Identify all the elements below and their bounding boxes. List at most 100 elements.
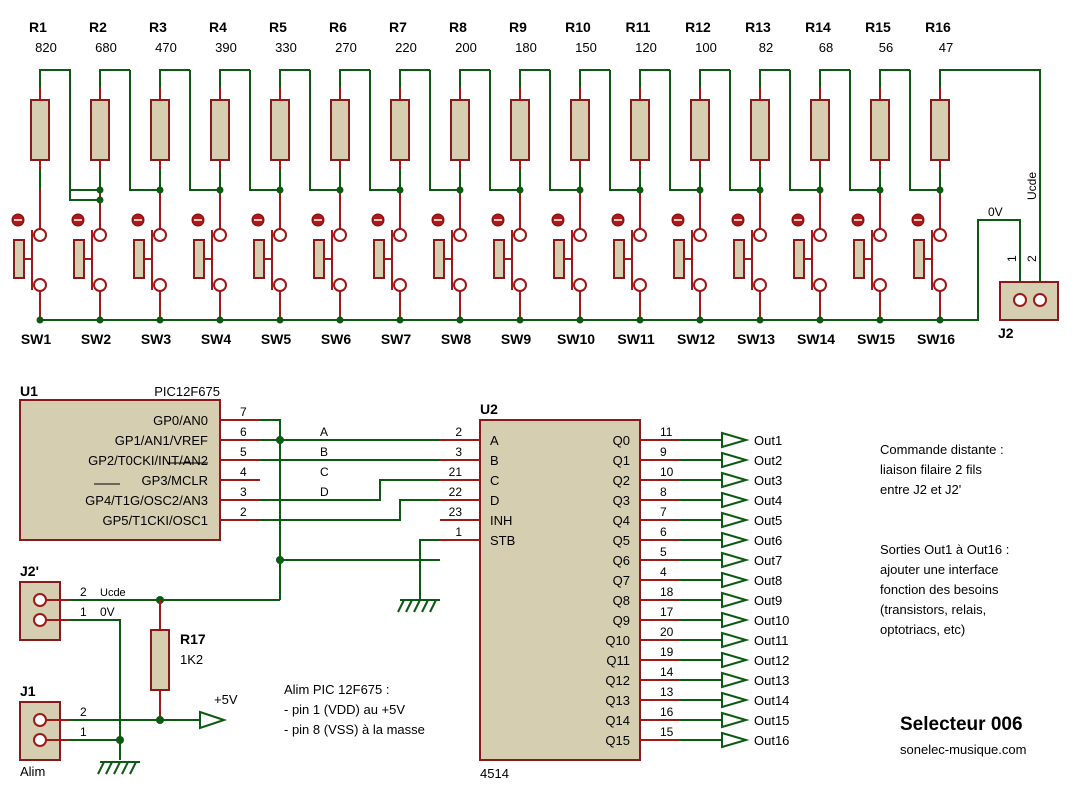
switch-actuator-13 (733, 239, 745, 279)
u1-pin-name-3: GP2/T0CKI/INT/AN2 (88, 453, 208, 468)
junction-bottom-11 (636, 316, 644, 324)
u1-pin-name-4: GP3/MCLR (142, 473, 208, 488)
junction-r17-bottom (156, 716, 164, 724)
u2-output-num-6: 6 (660, 525, 667, 539)
u2-output-num-10: 17 (660, 605, 674, 619)
output-label-13: Out13 (754, 673, 789, 688)
resistor-value-15: 56 (879, 40, 893, 55)
output-arrow-icon-12 (721, 651, 750, 669)
output-arrow-icon-4 (721, 491, 750, 509)
footer-title: Selecteur 006 (900, 714, 1023, 735)
switch-actuator-16 (913, 239, 925, 279)
resistor-value-16: 47 (939, 40, 953, 55)
u2-output-name-3: Q2 (613, 473, 630, 488)
note2-line4: (transistors, relais, (880, 602, 986, 617)
u2-part: 4514 (480, 766, 509, 781)
switch-bottom-pad-9 (513, 278, 527, 292)
switch-ref-3: SW3 (141, 331, 172, 347)
u2-output-name-9: Q8 (613, 593, 630, 608)
inh-wire (419, 539, 440, 600)
chip-u1: U1 PIC12F675 GP0/AN07GP1/AN1/VREF6GP2/T0… (19, 383, 260, 541)
junction-bottom-13 (756, 316, 764, 324)
gp0-wire (260, 419, 281, 600)
u1-pin-num-3: 5 (240, 445, 247, 459)
switch-ref-15: SW15 (857, 331, 895, 347)
resistor-ref-5: R5 (269, 19, 287, 35)
resistor-value-2: 680 (95, 40, 117, 55)
switch-top-pad-9 (513, 228, 527, 242)
resistor-body-9 (510, 99, 530, 161)
switch-actuator-15 (853, 239, 865, 279)
resistor-ref-3: R3 (149, 19, 167, 35)
net-label-d: D (320, 485, 329, 499)
output-label-2: Out2 (754, 453, 782, 468)
resistor-ref-12: R12 (685, 19, 711, 35)
connector-j2-prime: J2' 2 Ucde 1 0V (19, 563, 280, 740)
resistor-ref-9: R9 (509, 19, 527, 35)
output-arrow-icon-14 (721, 691, 750, 709)
switch-bottom-pad-6 (333, 278, 347, 292)
switch-ref-5: SW5 (261, 331, 292, 347)
switch-top-pad-5 (273, 228, 287, 242)
u2-output-name-8: Q7 (613, 573, 630, 588)
u2-ref: U2 (480, 401, 498, 417)
u1-body (19, 399, 221, 541)
u1-pin-num-4: 4 (240, 465, 247, 479)
junction-bottom-16 (936, 316, 944, 324)
switch-ref-12: SW12 (677, 331, 715, 347)
j1-pin2-pad (33, 713, 47, 727)
resistor-value-1: 820 (35, 40, 57, 55)
u2-output-num-1: 11 (660, 425, 673, 439)
resistor-value-5: 330 (275, 40, 297, 55)
j2-body (999, 281, 1059, 321)
alim-note-line2: - pin 1 (VDD) au +5V (284, 702, 405, 717)
output-arrow-icon-9 (721, 591, 750, 609)
switch-ref-9: SW9 (501, 331, 532, 347)
switch-bottom-pad-2 (93, 278, 107, 292)
u2-pin-name-b: B (490, 453, 499, 468)
output-arrow-icon-5 (721, 511, 750, 529)
junction-bottom-9 (516, 316, 524, 324)
switch-ref-7: SW7 (381, 331, 412, 347)
u1-pin-name-5: GP4/T1G/OSC2/AN3 (85, 493, 208, 508)
switch-bottom-pad-7 (393, 278, 407, 292)
u2-pin-name-c: C (490, 473, 499, 488)
resistor-value-10: 150 (575, 40, 597, 55)
u2-output-name-1: Q0 (613, 433, 630, 448)
output-label-9: Out9 (754, 593, 782, 608)
u1-ref: U1 (20, 383, 38, 399)
resistor-body-1 (30, 99, 50, 161)
resistor-body-8 (450, 99, 470, 161)
resistor-ref-15: R15 (865, 19, 891, 35)
switch-top-pad-2 (93, 228, 107, 242)
resistor-r17: R17 1K2 (150, 600, 206, 720)
note1-line2: liaison filaire 2 fils (880, 462, 982, 477)
output-arrow-icon-6 (721, 531, 750, 549)
switch-actuator-12 (673, 239, 685, 279)
output-label-14: Out14 (754, 693, 789, 708)
output-label-12: Out12 (754, 653, 789, 668)
resistor-value-9: 180 (515, 40, 537, 55)
j1-pin2-num: 2 (80, 705, 87, 719)
switch-top-pad-6 (333, 228, 347, 242)
resistor-ref-4: R4 (209, 19, 227, 35)
connector-j1: J1 Alim 2 1 +5V (19, 683, 238, 779)
u2-output-num-4: 8 (660, 485, 667, 499)
switch-actuator-11 (613, 239, 625, 279)
u1-pin-name-6: GP5/T1CKI/OSC1 (103, 513, 208, 528)
u2-body (479, 419, 641, 761)
note2-line2: ajouter une interface (880, 562, 999, 577)
u2-output-name-16: Q15 (605, 733, 630, 748)
switch-ref-6: SW6 (321, 331, 352, 347)
switch-bottom-pad-15 (873, 278, 887, 292)
ground-symbol-j1 (97, 761, 140, 775)
ground-symbol-u2 (397, 599, 440, 613)
j2-pin2-num: 2 (1025, 255, 1039, 262)
u2-output-num-16: 15 (660, 725, 674, 739)
r17-body (150, 629, 170, 691)
resistor-body-14 (810, 99, 830, 161)
u2-pin-name-stb: STB (490, 533, 515, 548)
output-arrow-icon-10 (721, 611, 750, 629)
switch-top-pad-11 (633, 228, 647, 242)
